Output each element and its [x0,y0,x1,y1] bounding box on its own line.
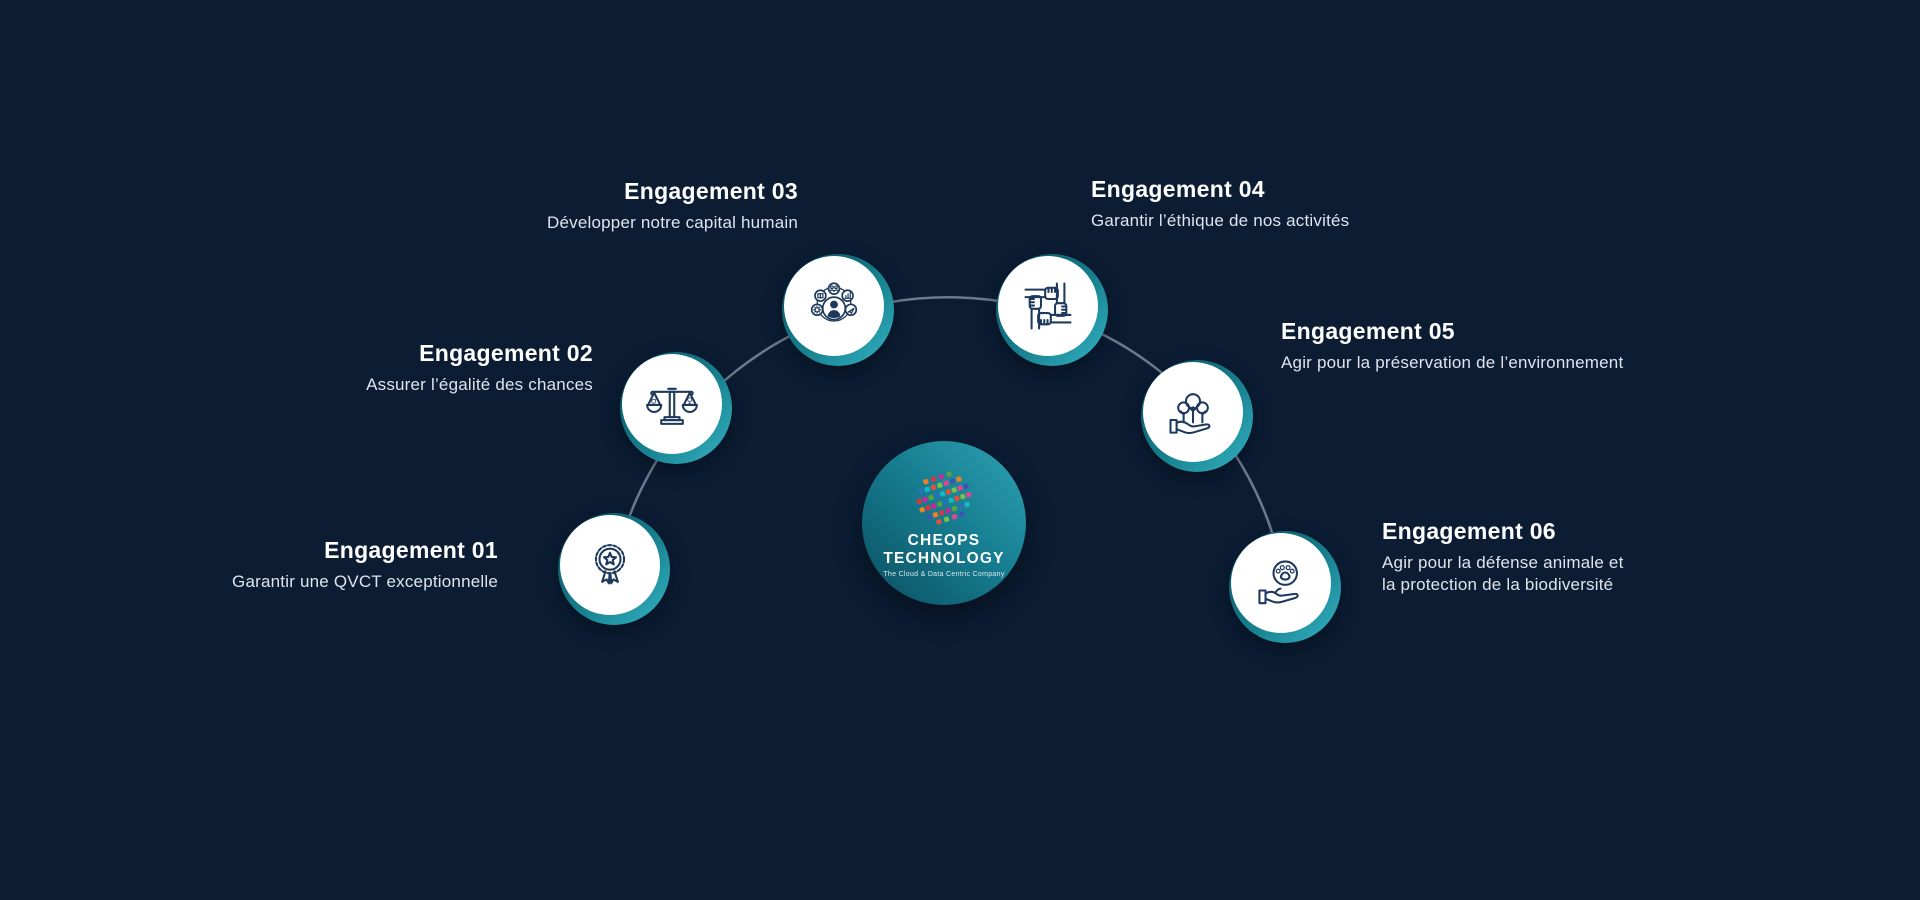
engagement-06-node [1229,531,1341,643]
engagement-05-description: Agir pour la préservation de l’environne… [1281,353,1624,373]
engagement-02-description: Assurer l’égalité des chances [366,375,593,395]
engagement-01-description: Garantir une QVCT exceptionnelle [232,572,498,592]
engagement-02-node: ♂ ♀ [620,352,732,464]
human-capital-icon [810,282,858,322]
brand-tagline: The Cloud & Data Centric Company [883,571,1005,579]
engagement-02-disc: ♂ ♀ [622,354,722,454]
united-hands-icon [1024,282,1072,330]
engagement-05-disc [1143,362,1243,462]
engagement-01-node [558,513,670,625]
engagement-03-label: Engagement 03 Développer notre capital h… [547,178,798,234]
engagement-01-disc [560,515,660,615]
engagement-06-label: Engagement 06 Agir pour la défense anima… [1382,518,1640,595]
engagement-02-title: Engagement 02 [419,340,593,366]
engagement-03-node [782,254,894,366]
engagement-03-description: Développer notre capital humain [547,213,798,233]
gender-equality-scales-icon: ♂ ♀ [646,387,698,425]
cheops-globe-icon [916,471,972,525]
award-ribbon-icon [594,544,626,585]
engagement-06-title: Engagement 06 [1382,518,1556,544]
engagement-04-description: Garantir l’éthique de nos activités [1091,211,1350,231]
engagement-02-label: Engagement 02 Assurer l’égalité des chan… [366,340,593,396]
engagement-04-title: Engagement 04 [1091,176,1265,202]
engagement-05-node [1141,360,1253,472]
svg-text:♀: ♀ [687,396,693,406]
engagement-01-title: Engagement 01 [324,537,498,563]
engagement-03-title: Engagement 03 [624,178,798,204]
engagement-05-label: Engagement 05 Agir pour la préservation … [1281,318,1624,374]
engagement-04-label: Engagement 04 Garantir l’éthique de nos … [1091,176,1350,232]
engagement-05-title: Engagement 05 [1281,318,1455,344]
engagement-01-label: Engagement 01 Garantir une QVCT exceptio… [232,537,498,593]
engagement-06-disc [1231,533,1331,633]
engagement-04-node [996,254,1108,366]
hand-holding-trees-icon [1169,393,1211,435]
engagement-06-description: Agir pour la défense animale et la prote… [1382,553,1624,594]
engagement-03-disc [784,256,884,356]
brand-name-line1: CHEOPS [907,531,981,549]
brand-name-line2: TECHNOLOGY [883,550,1005,567]
svg-text:♂: ♂ [651,396,659,406]
hand-holding-paw-icon [1258,560,1299,605]
engagement-04-disc [998,256,1098,356]
cheops-technology-logo: CHEOPS TECHNOLOGY The Cloud & Data Centr… [862,441,1026,605]
